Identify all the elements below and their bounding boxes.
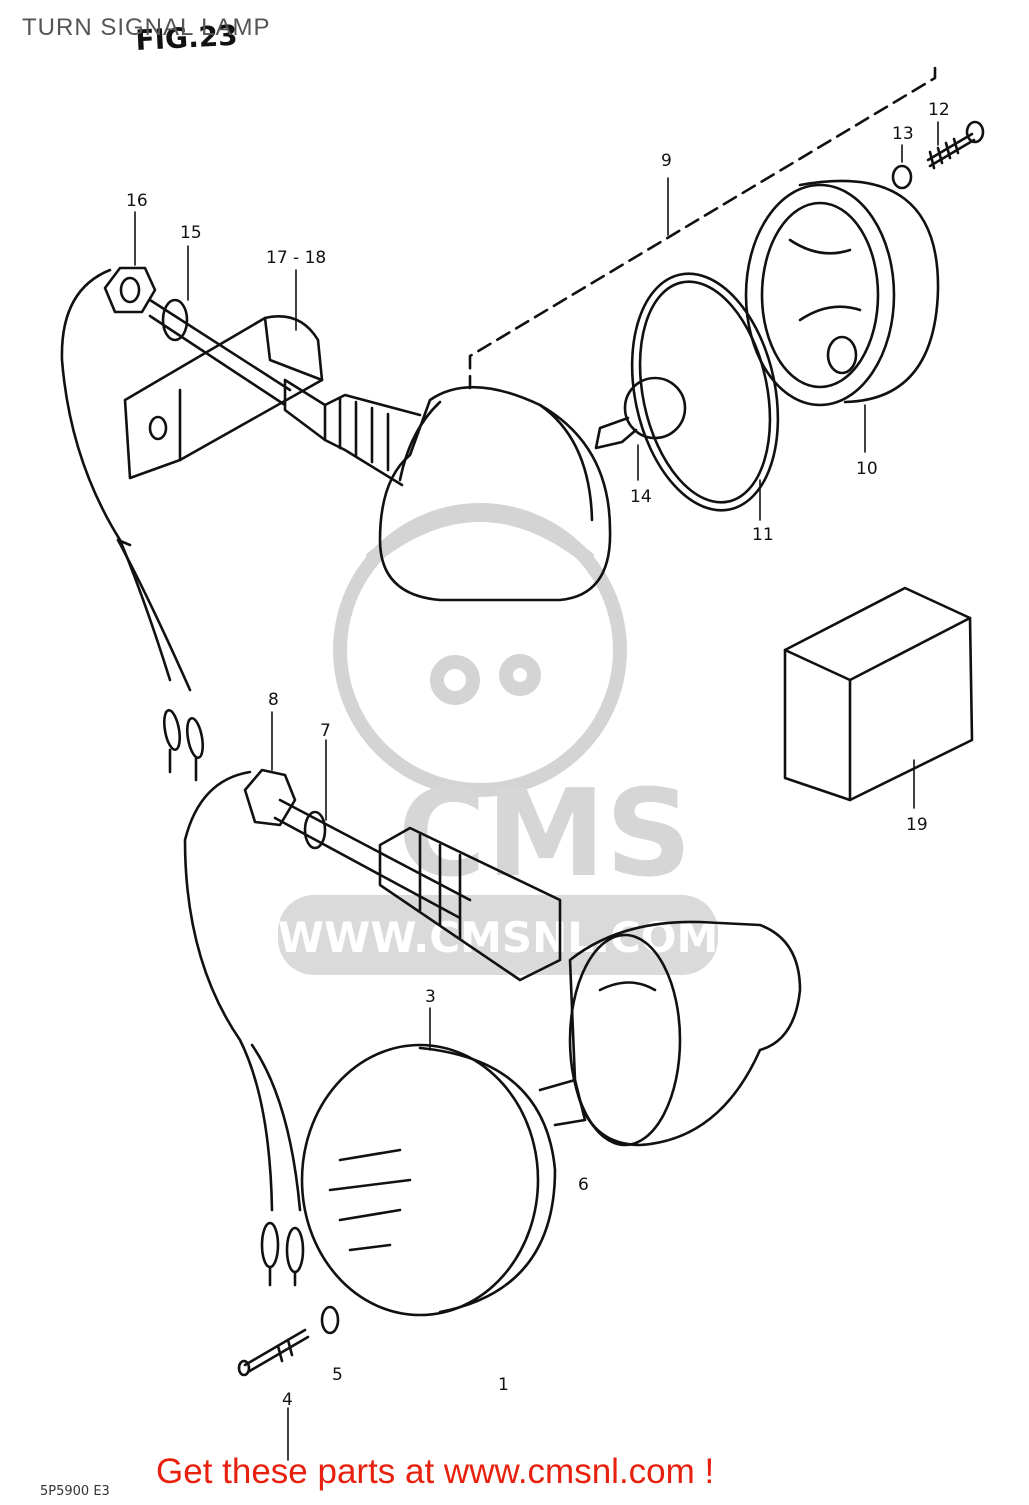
callout-17-18: 17 - 18 [266, 248, 326, 268]
figure-label: FIG.23 [135, 19, 239, 57]
callout-4: 4 [282, 1390, 293, 1410]
watermark-banner [278, 895, 718, 975]
callout-16: 16 [126, 191, 148, 211]
part-16-nut [103, 266, 157, 314]
group-bracket-9 [468, 66, 937, 390]
callout-9: 9 [661, 151, 672, 171]
callout-11: 11 [752, 525, 774, 545]
watermark-mascot-eye [430, 655, 480, 705]
callout-8: 8 [268, 690, 279, 710]
part-11-gasket [630, 272, 780, 512]
callout-leaders [134, 121, 939, 1461]
callout-7: 7 [320, 721, 331, 741]
drawing-code: 5P5900 E3 [40, 1484, 110, 1499]
upper-wire-harness [60, 268, 205, 782]
watermark-mascot-eye [499, 654, 541, 696]
callout-10: 10 [856, 459, 878, 479]
part-19-flasher-box [783, 586, 974, 802]
lower-wire-harness [183, 770, 305, 1287]
callout-19: 19 [906, 815, 928, 835]
part-17-18-bracket [123, 315, 324, 480]
watermark-brand: CMS [398, 765, 692, 904]
callout-14: 14 [630, 487, 652, 507]
lower-lamp-assembly [237, 768, 802, 1377]
part-12-screw [926, 120, 985, 170]
part-9-housing [283, 378, 612, 602]
callout-13: 13 [892, 124, 914, 144]
page-title: TURN SIGNAL LAMP [22, 14, 271, 41]
footer-link[interactable]: Get these parts at www.cmsnl.com ! [156, 1452, 715, 1491]
callout-15: 15 [180, 223, 202, 243]
callout-6: 6 [578, 1175, 589, 1195]
watermark-url: WWW.CMSNL.COM [278, 913, 719, 962]
watermark [333, 503, 627, 797]
callout-12: 12 [928, 100, 950, 120]
callout-3: 3 [425, 987, 436, 1007]
part-10-lens [744, 179, 940, 407]
part-14-bulb [594, 376, 687, 450]
watermark-mascot-hat [365, 508, 595, 566]
part-13-washer [891, 164, 913, 190]
part-15-washer [148, 298, 292, 407]
callout-1: 1 [498, 1375, 509, 1395]
callout-labels: 9 12 13 10 11 14 17 - 18 15 16 19 8 7 3 … [126, 100, 950, 1410]
callout-5: 5 [332, 1365, 343, 1385]
